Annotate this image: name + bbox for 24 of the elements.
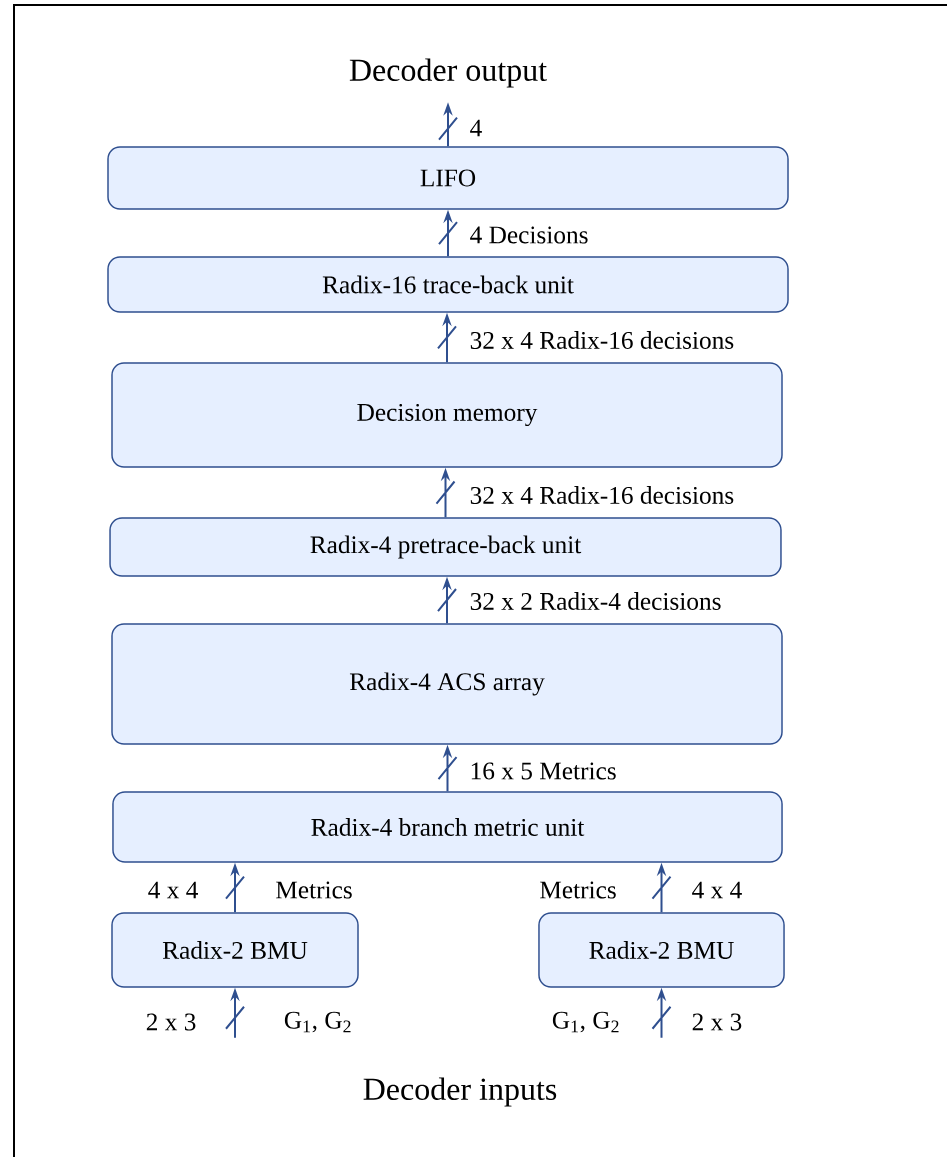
process-box: Radix-4 pretrace-back unit [109, 517, 782, 577]
signal-label: G$_{1}$, G$_{2}$ [284, 1011, 351, 1033]
signal-label: Metrics [276, 881, 352, 899]
edge-label: 2 x 3 [146, 1013, 196, 1031]
edge-label: 32 x 4 Radix-16 decisions [470, 331, 734, 349]
heading-label: Decoder output [349, 58, 547, 88]
process-box: Radix-2 BMU [538, 912, 785, 988]
signal-label: G$_{1}$, G$_{2}$ [552, 1011, 619, 1033]
process-box: Radix-4 ACS array [111, 623, 783, 745]
edge-label: 4 x 4 [692, 881, 742, 899]
process-box: Decision memory [111, 362, 783, 468]
edge-label: 16 x 5 Metrics [471, 762, 616, 780]
edge-label: 4 Decisions [470, 226, 588, 244]
process-box: Radix-16 trace-back unit [107, 256, 789, 313]
process-box: Radix-2 BMU [111, 912, 359, 988]
edge-label: 32 x 2 Radix-4 decisions [470, 592, 721, 610]
edge-label: 2 x 3 [692, 1013, 742, 1031]
heading-label: Decoder inputs [363, 1077, 557, 1107]
edge-label: 4 [470, 119, 482, 137]
edge-label: 4 x 4 [148, 881, 198, 899]
edge-label: 32 x 4 Radix-16 decisions [470, 486, 734, 504]
process-box: Radix-4 branch metric unit [112, 791, 783, 863]
signal-label: Metrics [540, 881, 616, 899]
process-box: LIFO [107, 146, 789, 210]
